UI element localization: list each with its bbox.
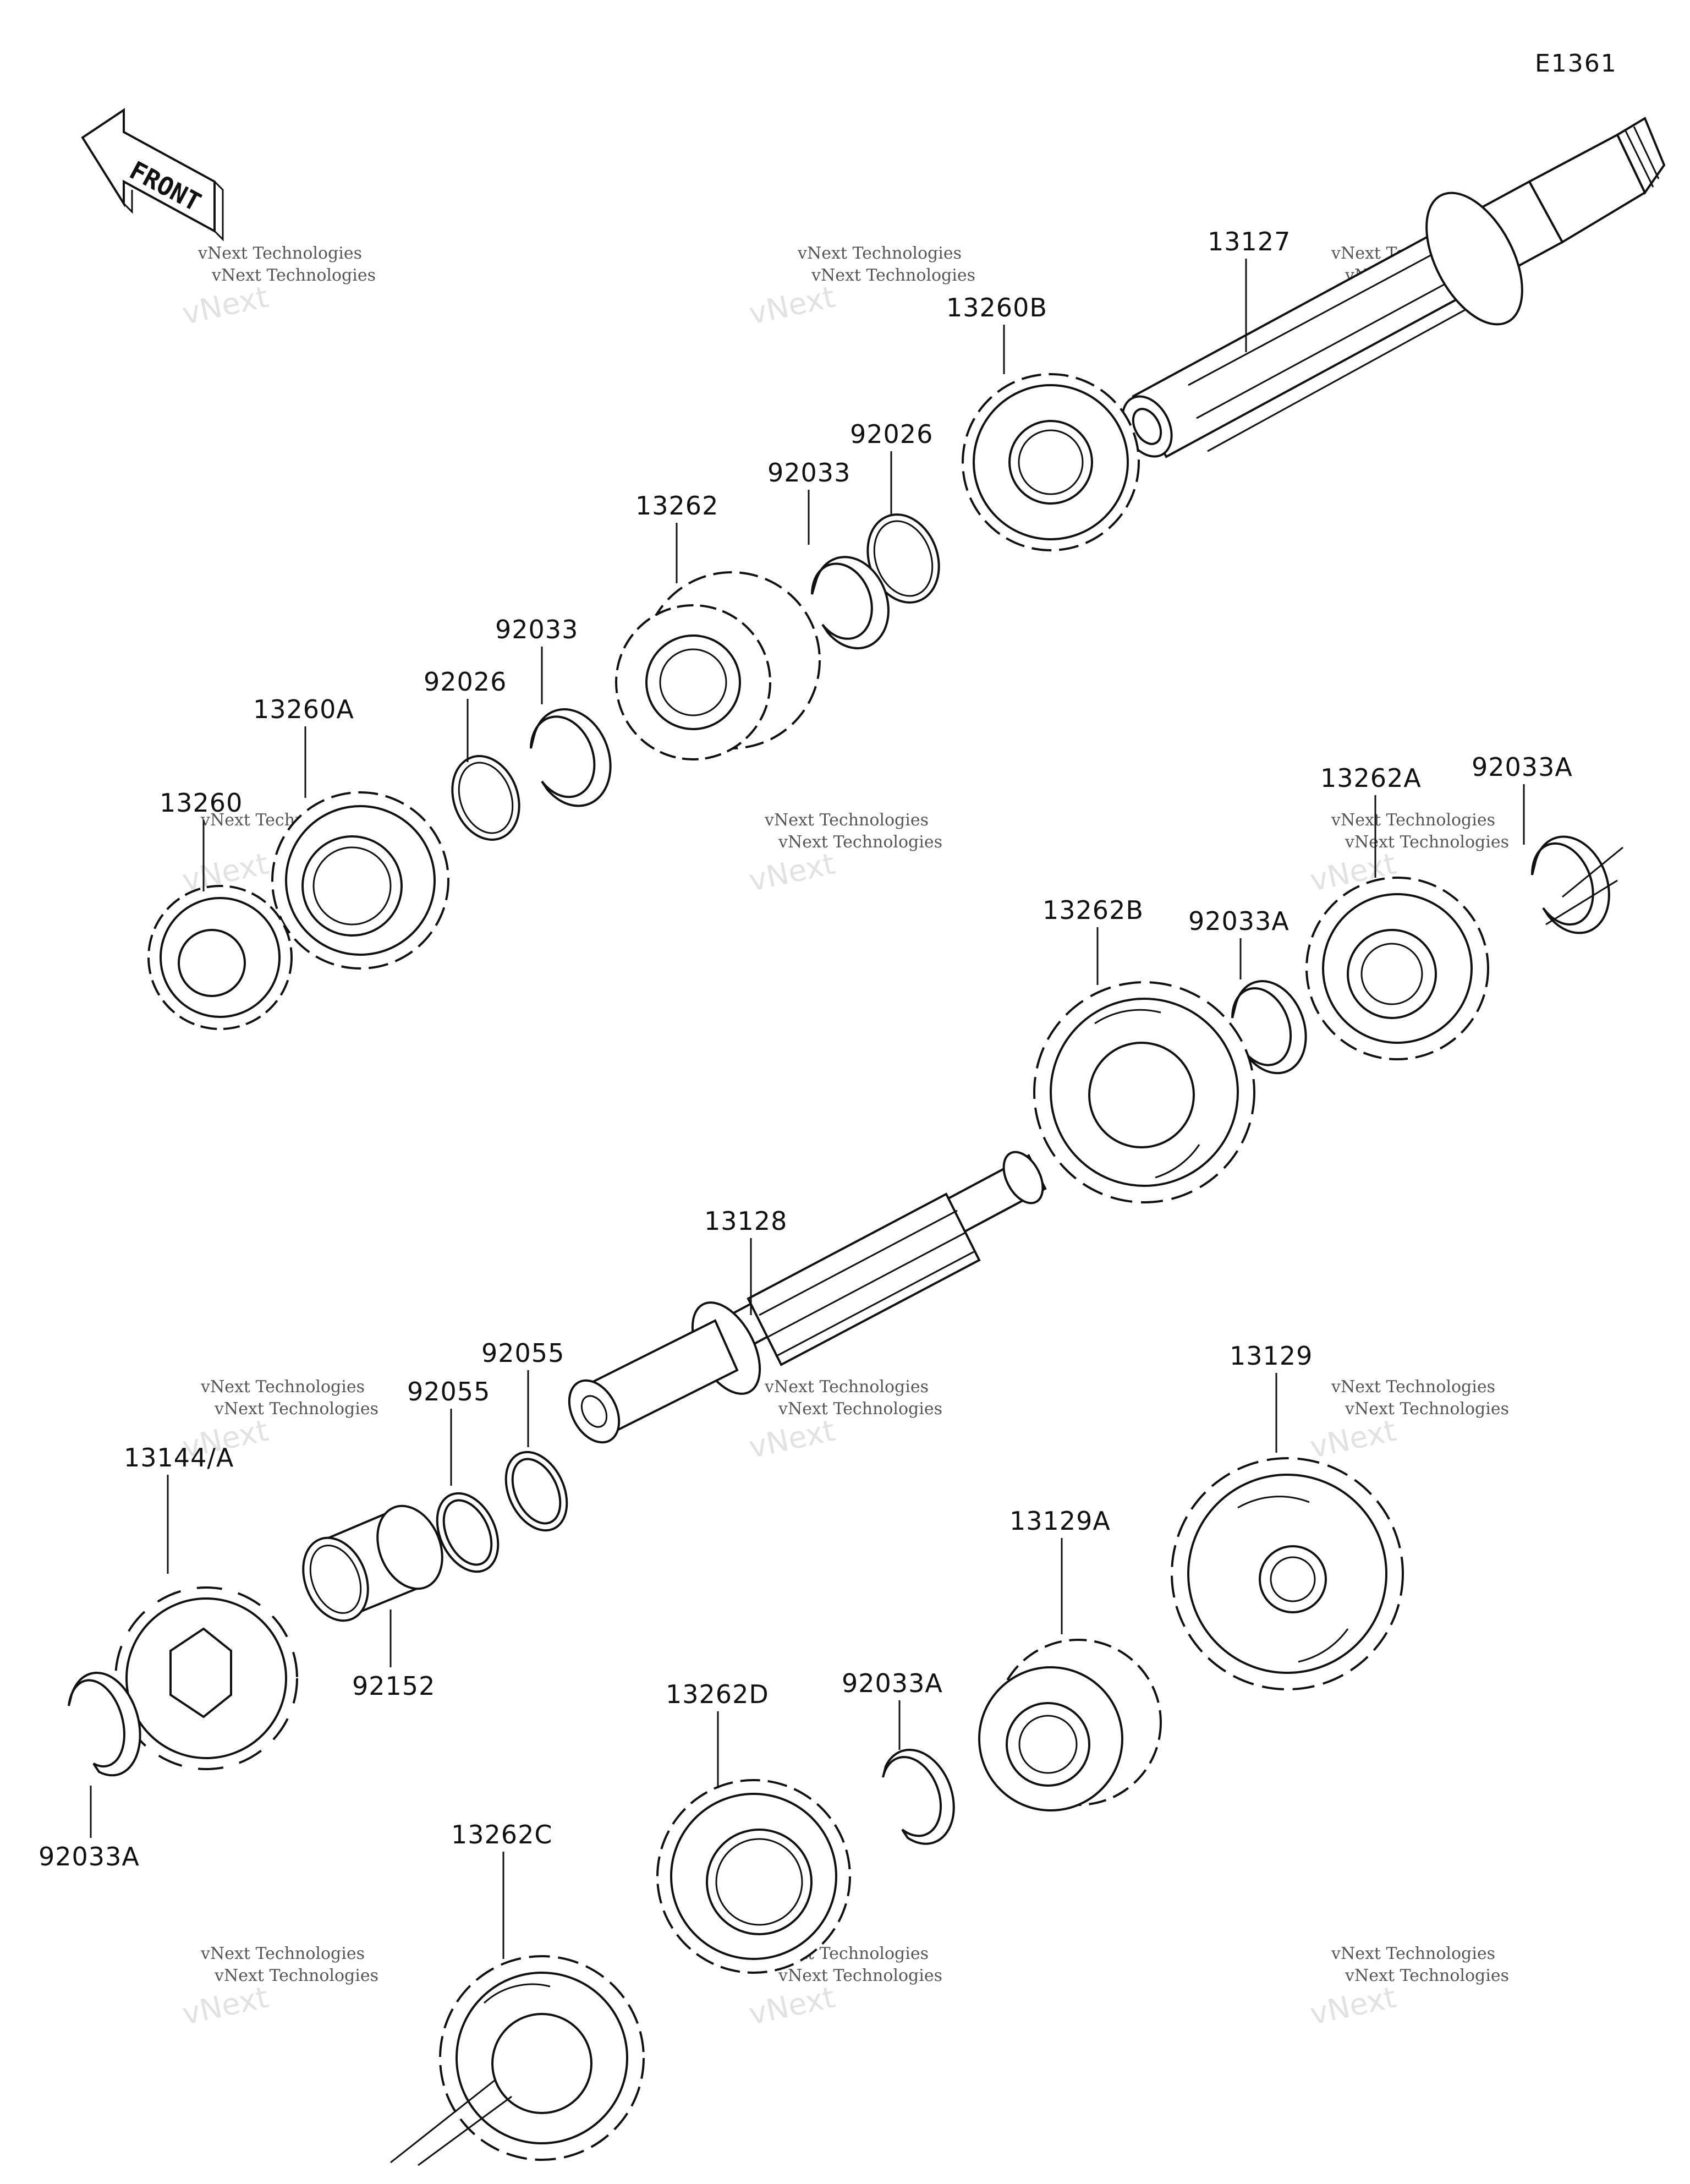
callout-92033A-midright: 92033A [1188,906,1290,936]
watermark: vNext Technologies vNext Technologies [764,1377,942,1419]
callout-92026-top: 92026 [850,419,933,449]
gear-13129A [978,1639,1162,1811]
gear-13260A [271,791,449,970]
callout-92055-b: 92055 [481,1338,564,1368]
watermark: vNext Technologies vNext Technologies [797,244,975,285]
callout-13260A: 13260A [253,694,354,724]
svg-text:vNext Technologies: vNext Technologies [1331,1377,1495,1397]
svg-text:vNext Technologies: vNext Technologies [764,1377,929,1397]
circlip-92033A-right [1530,835,1610,934]
svg-text:vNext Technologies: vNext Technologies [1345,1966,1509,1985]
callout-13262: 13262 [635,491,718,521]
svg-text:vNext Technologies: vNext Technologies [778,1399,942,1419]
callout-labels: 13127 13260B 92026 92033 13262 92033 920… [39,227,1573,1871]
watermark: vNext Technologies vNext Technologies [1331,811,1509,852]
leader-lines [90,259,1525,1959]
callout-92033-mid: 92033 [495,615,578,644]
svg-text:vNext Technologies: vNext Technologies [797,244,962,263]
callout-13260: 13260 [160,788,243,818]
front-arrow-icon: FRONT [81,108,224,242]
gear-13262 [615,571,821,760]
collar-92152 [302,1504,443,1622]
callout-13129: 13129 [1230,1341,1313,1371]
callout-92055-a: 92055 [407,1377,490,1406]
svg-text:vNext Technologies: vNext Technologies [200,1377,365,1397]
sprocket-13144A [114,1586,298,1770]
circlip-92033A-center [882,1749,955,1845]
svg-text:vNext Technologies: vNext Technologies [1331,811,1495,830]
diagram-code: E1361 [1535,50,1617,78]
callout-13262A: 13262A [1320,763,1422,793]
svg-text:vNext Technologies: vNext Technologies [214,1399,378,1419]
gear-13129 [1171,1457,1404,1690]
gear-13262A [1305,877,1489,1060]
circlip-92033-top [810,556,890,650]
gear-13262D [656,1779,851,1974]
callout-92033A-center: 92033A [842,1668,943,1698]
svg-text:vNext Technologies: vNext Technologies [811,266,975,285]
callout-13262C: 13262C [451,1820,552,1849]
gear-13260 [147,885,293,1030]
callout-13260B: 13260B [946,293,1047,322]
svg-text:vNext Technologies: vNext Technologies [1345,833,1509,852]
svg-text:vNext Technologies: vNext Technologies [214,1966,378,1985]
circlip-92033A-left [68,1672,141,1777]
callout-13262D: 13262D [666,1679,769,1709]
shaft-13128 [568,1151,1047,1444]
watermark: vNext Technologies vNext Technologies [1331,1944,1509,1985]
svg-text:vNext Technologies: vNext Technologies [778,1966,942,1985]
gear-13262B [1033,981,1255,1203]
svg-text:vNext Technologies: vNext Technologies [200,1944,365,1963]
svg-text:vNext Technologies: vNext Technologies [1331,1944,1495,1963]
watermark: vNext Technologies vNext Technologies [200,1377,378,1419]
callout-92033A-right: 92033A [1472,752,1573,782]
svg-text:vNext Technologies: vNext Technologies [211,266,376,285]
circlip-92033-mid [530,708,612,807]
gear-13262C [390,1955,645,2166]
watermark: vNext Technologies vNext Technologies [764,811,942,852]
callout-92152: 92152 [352,1671,435,1701]
callout-13127: 13127 [1208,227,1291,256]
watermark: vNext Technologies vNext Technologies [1331,1377,1509,1419]
watermark: vNext Technologies vNext Technologies [197,244,376,285]
watermark-group: vNext Technologies vNext Technologies vN… [179,244,1509,2032]
callout-13262B: 13262B [1042,895,1144,925]
svg-text:vNext Technologies: vNext Technologies [1345,1399,1509,1419]
callout-13128: 13128 [704,1206,787,1236]
callout-92026-mid: 92026 [424,667,507,697]
svg-text:vNext Technologies: vNext Technologies [197,244,362,263]
shaft-13127 [1121,117,1666,458]
ring-92026-mid [451,755,520,841]
gear-13260B [962,373,1140,551]
callout-13129A: 13129A [1009,1506,1111,1536]
watermark: vNext Technologies vNext Technologies [200,1944,378,1985]
svg-text:vNext Technologies: vNext Technologies [778,833,942,852]
callout-92033-top: 92033 [767,458,851,488]
svg-text:vNext Technologies: vNext Technologies [764,811,929,830]
callout-92033A-left: 92033A [39,1842,140,1871]
callout-13144A: 13144/A [124,1443,234,1473]
